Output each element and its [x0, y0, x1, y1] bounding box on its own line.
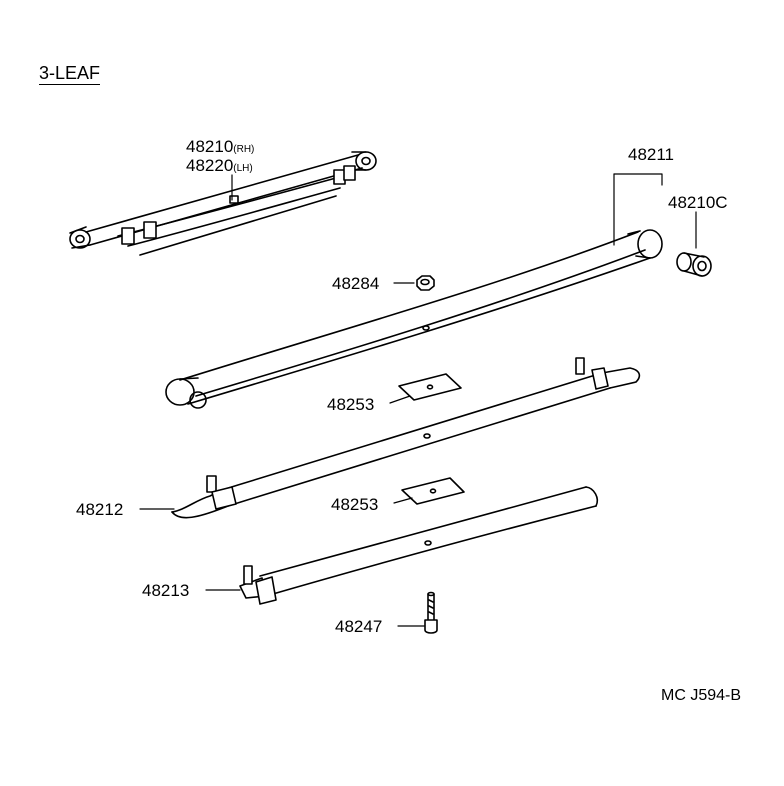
third-leaf-48213-icon — [239, 486, 599, 605]
part-label-48213: 48213 — [142, 581, 190, 600]
part-label-48247: 48247 — [335, 617, 383, 636]
part-label-48220: 48220(LH) — [186, 156, 253, 175]
part-label-48253-upper: 48253 — [327, 395, 375, 414]
part-label-48211: 48211 — [628, 145, 675, 164]
nut-48284-icon — [416, 275, 435, 291]
part-label-48210: 48210(RH) — [186, 137, 255, 156]
bushing-48210C-icon — [676, 252, 712, 277]
part-label-48212: 48212 — [76, 500, 124, 519]
center-bolt-48247-icon — [424, 591, 438, 634]
diagram-title: 3-LEAF — [39, 63, 101, 85]
main-leaf-48211-icon — [165, 229, 663, 409]
spacer-plate-48253-upper-icon — [398, 373, 462, 401]
reference-code: MC J594-B — [661, 687, 742, 704]
second-leaf-48212-icon — [171, 357, 641, 519]
leader-lines — [139, 173, 697, 627]
leaf-spring-assembly-icon — [69, 151, 377, 256]
part-label-48253-lower: 48253 — [331, 495, 379, 514]
part-label-48210C: 48210C — [668, 193, 728, 212]
spacer-plate-48253-lower-icon — [401, 477, 465, 505]
part-label-48284: 48284 — [332, 274, 380, 293]
